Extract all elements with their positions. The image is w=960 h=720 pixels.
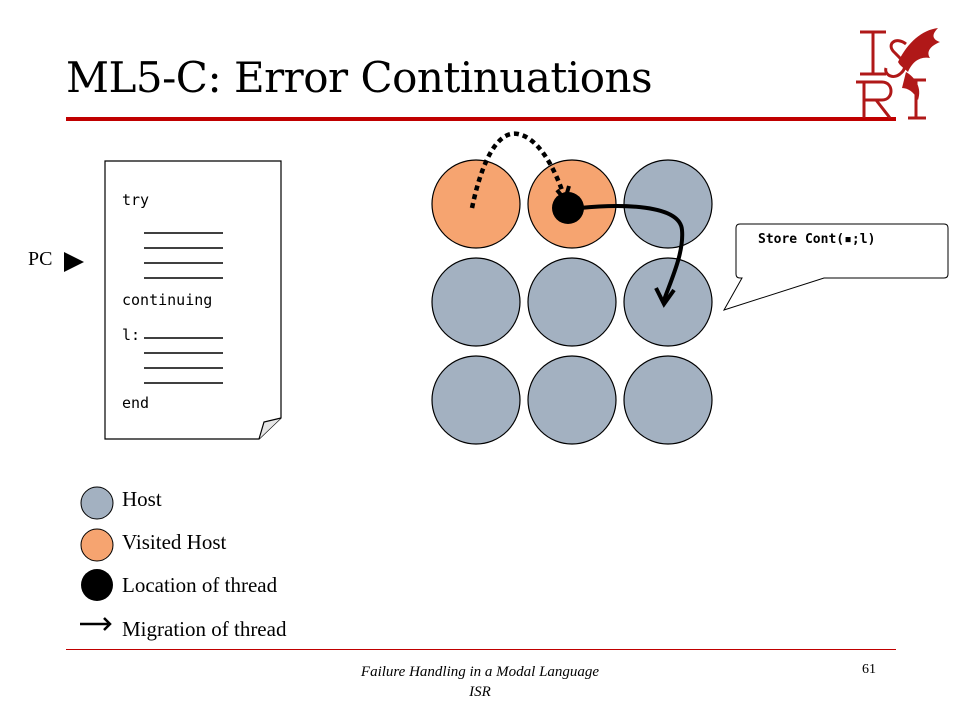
- pc-label: PC: [28, 248, 52, 271]
- legend-thread-label: Location of thread: [122, 573, 278, 597]
- code-line-end: end: [122, 394, 150, 412]
- pc-arrow-icon: [64, 252, 84, 272]
- code-document: [104, 160, 282, 440]
- footer: Failure Handling in a Modal Language ISR: [300, 662, 660, 702]
- code-line-try: try: [122, 191, 150, 209]
- callout-text: Store Cont(▪;l): [758, 232, 876, 247]
- pc-text: PC: [28, 248, 53, 270]
- host: [527, 257, 617, 347]
- host: [431, 355, 521, 445]
- code-line-continuing: continuing: [122, 291, 213, 309]
- footer-rule: [66, 649, 896, 650]
- page-number: 61: [862, 662, 876, 677]
- host: [623, 355, 713, 445]
- legend-host-label: Host: [122, 487, 162, 511]
- host: [623, 159, 713, 249]
- legend-visited-label: Visited Host: [122, 530, 227, 554]
- title-rule: [66, 117, 896, 121]
- host: [527, 355, 617, 445]
- footer-org: ISR: [469, 684, 491, 700]
- legend-migration-label: Migration of thread: [122, 617, 287, 641]
- code-line-label: l:: [122, 326, 141, 344]
- host: [431, 257, 521, 347]
- dotted-migration-arrow: [469, 131, 567, 209]
- solid-migration-arrow: [579, 204, 685, 301]
- solid-arrowhead: [654, 287, 676, 308]
- legend-thread-swatch: [81, 569, 113, 601]
- legend-host-swatch: [80, 486, 114, 520]
- host: [623, 257, 713, 347]
- legend-migration-arrow-icon: [80, 617, 112, 631]
- host-grid: [431, 131, 713, 445]
- slide-title: ML5-C: Error Continuations: [66, 53, 653, 102]
- code-blank-lines: [144, 232, 223, 384]
- footer-title: Failure Handling in a Modal Language: [360, 664, 600, 680]
- host-visited: [431, 159, 521, 249]
- isr-logo: [856, 28, 940, 120]
- legend-visited-swatch: [80, 528, 114, 562]
- callout-bubble: [722, 223, 949, 311]
- thread-location: [552, 192, 584, 224]
